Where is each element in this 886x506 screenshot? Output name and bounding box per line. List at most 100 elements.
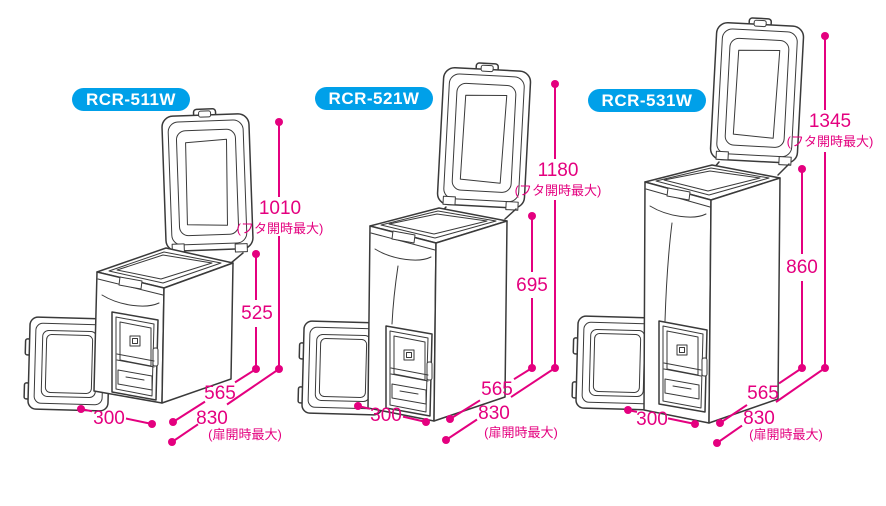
door-panel-inner: [44, 334, 94, 394]
front-accent-curve: [649, 205, 707, 218]
dim-dot: [442, 436, 450, 444]
dim-door-open-note-rcr-511w: (扉開時最大): [208, 427, 282, 442]
open-lid: [709, 17, 805, 166]
dim-lid-open-height-rcr-521w: 1180 (フタ開時最大): [515, 161, 602, 197]
dim-dot: [713, 439, 721, 447]
illustration-rcr-521w: [297, 62, 532, 422]
dim-door-open-depth-rcr-511w: 830: [196, 408, 228, 429]
open-lid: [161, 108, 254, 253]
dimension-lines-rcr-521w: [354, 80, 559, 444]
dim-dot: [77, 405, 85, 413]
lid-open-height-value: 1180: [537, 160, 579, 181]
lid-open-height-value: 1345: [808, 111, 852, 132]
front-latch: [666, 187, 691, 201]
lid-window: [732, 49, 781, 139]
dim-door-open-note-rcr-521w: (扉開時最大): [484, 425, 558, 440]
front-latch: [391, 230, 416, 244]
dim-dot: [446, 415, 454, 423]
dim-dot: [354, 402, 362, 410]
dim-body-height-rcr-531w: 860: [786, 257, 818, 278]
shelf-line: [663, 368, 702, 377]
dim-width-rcr-531w: 300: [636, 409, 668, 430]
body-side-face: [433, 220, 508, 422]
dim-dot: [798, 165, 806, 173]
body-opening: [116, 254, 213, 280]
dim-dot: [148, 420, 156, 428]
open-door: [571, 315, 659, 411]
lid-hinge-foot: [505, 201, 519, 211]
dimension-lines-rcr-531w: [624, 32, 829, 447]
lid-latch-slot: [753, 19, 767, 28]
model-badge-rcr-511w: RCR-511W: [72, 88, 190, 111]
dim-dot: [716, 419, 724, 427]
front-crease: [391, 265, 399, 325]
lid-hinge-foot: [442, 195, 456, 206]
body-side-face: [161, 262, 234, 404]
lid-hinge-foot: [234, 243, 248, 253]
dim-dot: [252, 250, 260, 258]
illustration-rcr-531w: [571, 17, 805, 424]
dim-door-open-note-rcr-531w: (扉開時最大): [749, 427, 823, 442]
door-panel-inner: [318, 338, 368, 398]
lid-open-height-value: 1010: [258, 198, 302, 219]
lid-hinge-foot: [715, 150, 729, 161]
dim-body-height-rcr-511w: 525: [241, 303, 273, 324]
lid-open-height-note: (フタ開時最大): [514, 183, 602, 198]
dim-width-rcr-521w: 300: [370, 405, 402, 426]
lid-window: [185, 138, 228, 226]
dispense-button-inner: [132, 338, 138, 344]
shelf-line: [116, 353, 155, 362]
front-latch: [118, 276, 143, 290]
measuring-drawer: [391, 383, 427, 405]
lid-open-height-note: (フタ開時最大): [786, 134, 874, 149]
dim-door-open-depth-rcr-531w: 830: [743, 408, 775, 429]
hinge-arm: [230, 252, 244, 264]
dim-body-height-rcr-521w: 695: [516, 275, 548, 296]
shelf-line: [116, 359, 155, 368]
front-accent-curve: [101, 294, 160, 307]
model-badge-rcr-521w: RCR-521W: [315, 87, 433, 110]
latch-keeper: [701, 357, 708, 377]
lid-latch-slot: [480, 64, 494, 73]
hinge-arm: [777, 163, 790, 176]
shelf-line: [663, 362, 702, 371]
dim-dot: [821, 32, 829, 40]
dim-dot: [422, 418, 430, 426]
latch-keeper: [152, 347, 159, 367]
dim-door-open-depth-rcr-521w: 830: [478, 403, 510, 424]
doorway-inner: [115, 316, 155, 397]
shelf-line: [390, 367, 429, 376]
body-opening: [663, 170, 761, 192]
illustration-rcr-511w: [23, 108, 254, 412]
body-side-face: [708, 177, 781, 424]
shelf-line: [390, 373, 429, 382]
drawer-slot: [399, 390, 419, 395]
measuring-drawer: [664, 378, 700, 400]
dim-dot: [275, 118, 283, 126]
lid-window: [459, 94, 508, 184]
front-crease: [664, 222, 673, 322]
hinge-arm: [504, 208, 517, 220]
dim-dot: [691, 420, 699, 428]
dim-dot: [169, 418, 177, 426]
dim-dot: [528, 212, 536, 220]
dim-lid-open-height-rcr-511w: 1010 (フタ開時最大): [237, 199, 324, 235]
dispense-button-inner: [679, 347, 685, 353]
open-door: [297, 320, 385, 416]
dim-depth-rcr-511w: 565: [204, 383, 236, 404]
dim-dot: [168, 438, 176, 446]
door-panel-inner: [592, 333, 642, 393]
lid-latch-slot: [198, 110, 212, 118]
body-opening: [388, 213, 488, 235]
front-accent-curve: [374, 248, 432, 261]
lid-open-height-note: (フタ開時最大): [236, 221, 324, 236]
measuring-drawer: [117, 369, 153, 391]
doorway-inner: [662, 325, 704, 409]
model-badge-rcr-531w: RCR-531W: [588, 89, 706, 112]
dim-dot: [551, 80, 559, 88]
drawer-slot: [672, 385, 692, 390]
dim-lid-open-height-rcr-531w: 1345 (フタ開時最大): [787, 112, 874, 148]
dim-depth-rcr-531w: 565: [747, 383, 779, 404]
